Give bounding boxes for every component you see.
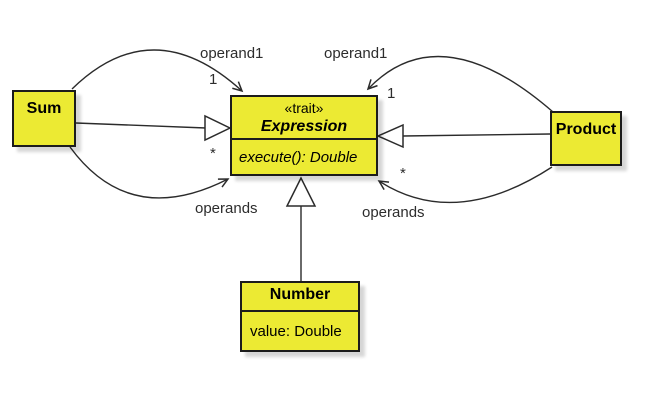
label-sum-operand1-multiplicity: 1 (209, 71, 218, 88)
trait-stereotype: «trait» (284, 100, 324, 116)
association-sum-operands-edge (69, 146, 230, 199)
class-number-attributes: value: Double (242, 312, 358, 350)
label-sum-operand1-role: operand1 (200, 45, 264, 62)
class-sum: Sum (12, 90, 76, 147)
trait-expression-header: «trait» Expression (232, 97, 376, 140)
generalization-number-expression (285, 176, 317, 281)
label-sum-operands-role: operands (195, 200, 258, 217)
class-number-name: Number (269, 286, 331, 303)
attribute-value: value: Double (250, 322, 342, 340)
association-product-operands-edge (377, 166, 553, 204)
label-sum-operands-multiplicity: * (210, 145, 216, 162)
class-sum-name: Sum (26, 100, 62, 117)
class-number: Number value: Double (240, 281, 360, 352)
class-number-header: Number (242, 283, 358, 312)
class-product-name: Product (555, 121, 617, 138)
trait-expression: «trait» Expression execute(): Double (230, 95, 378, 176)
label-product-operands-role: operands (362, 204, 425, 221)
association-sum-operand1-edge (71, 49, 244, 93)
generalization-sum-expression (75, 114, 232, 142)
label-product-operands-multiplicity: * (400, 165, 406, 182)
generalization-product-expression (376, 123, 551, 149)
association-product-operand1-edge (366, 55, 554, 113)
trait-expression-name: Expression (260, 118, 348, 135)
trait-expression-operations: execute(): Double (232, 140, 376, 174)
operation-execute: execute(): Double (239, 148, 358, 166)
class-product: Product (550, 111, 622, 166)
label-product-operand1-role: operand1 (324, 45, 388, 62)
label-product-operand1-multiplicity: 1 (387, 85, 396, 102)
